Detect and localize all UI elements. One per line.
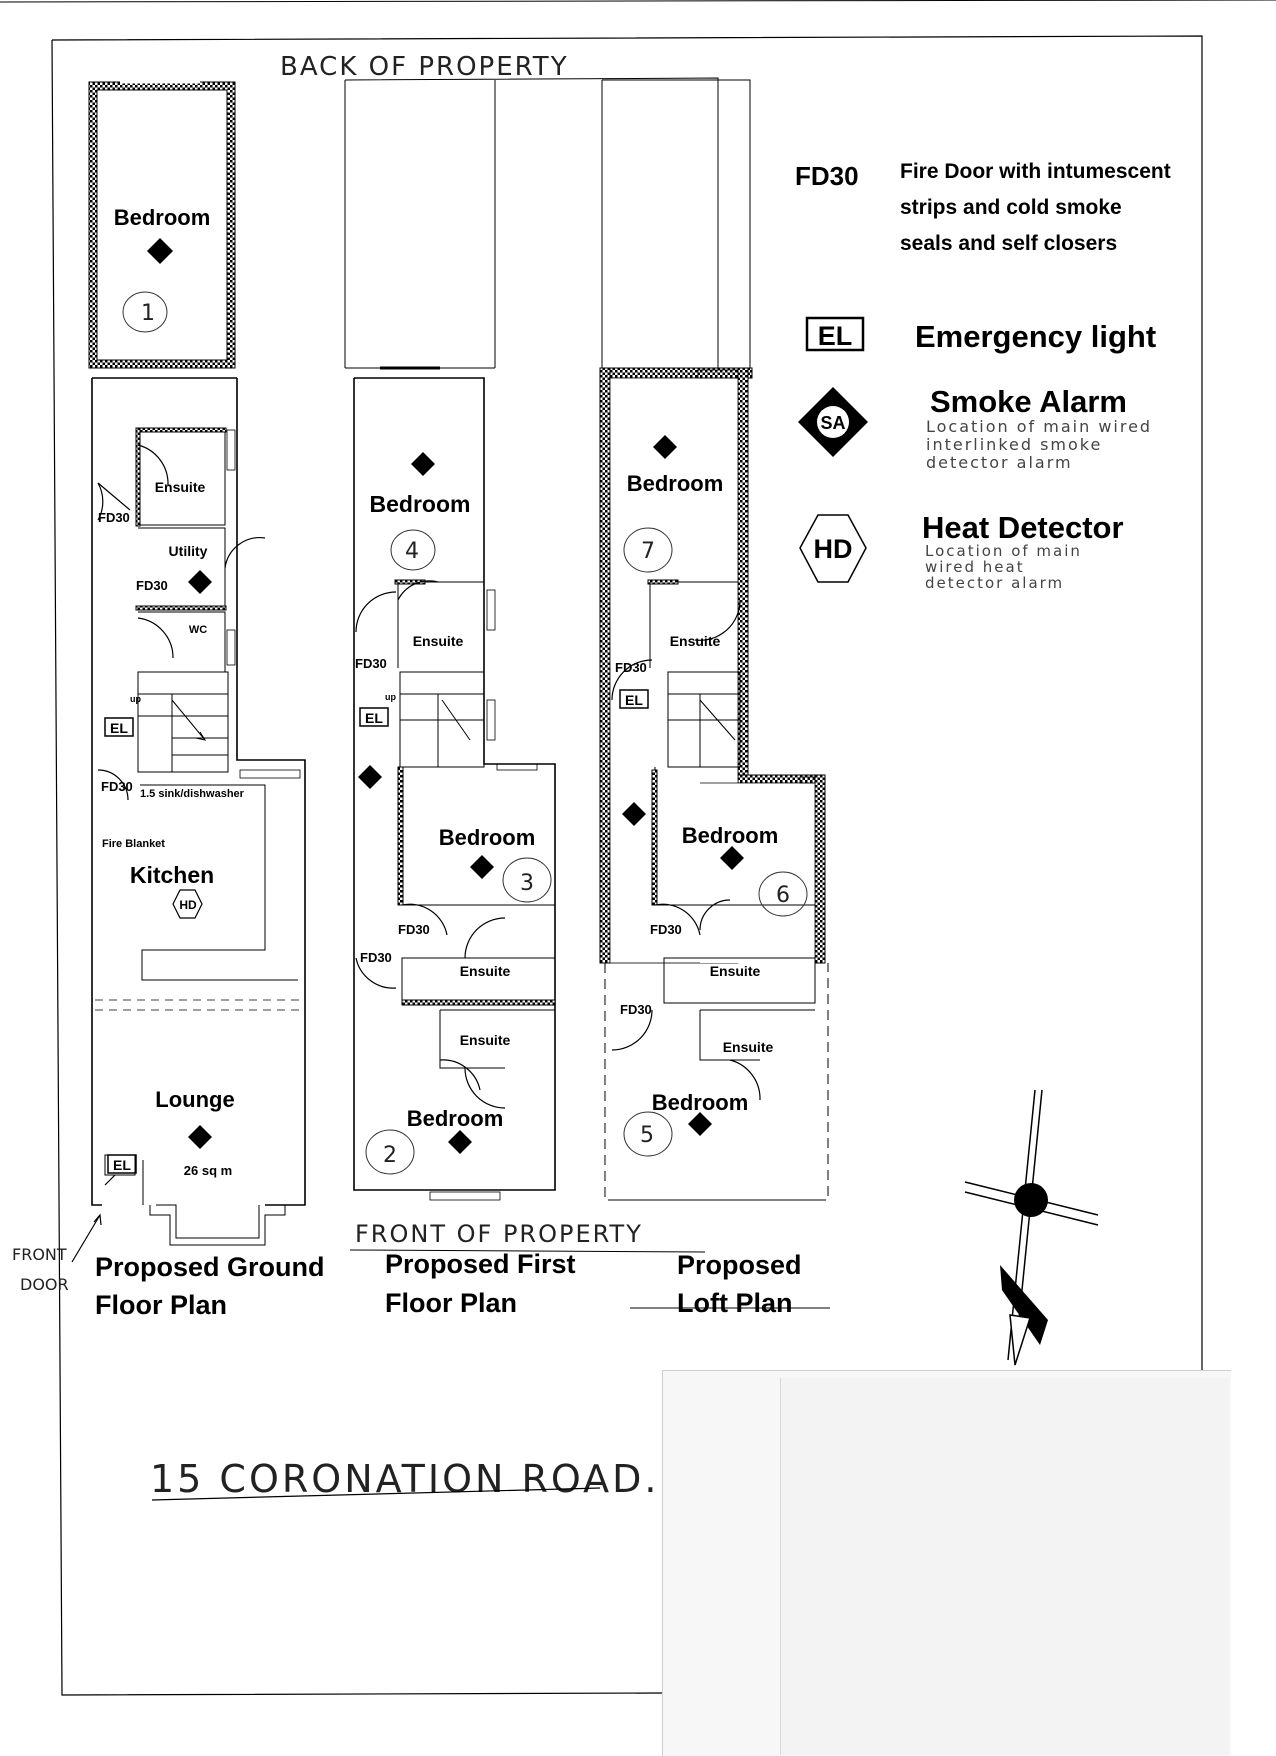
sheet-border (51, 35, 1203, 1370)
first-plan-title: Proposed First (385, 1249, 576, 1279)
address-note: 15 CORONATION ROAD. (150, 1457, 659, 1501)
legend-fd30-desc-1: Fire Door with intumescent (900, 160, 1171, 183)
fd30-marker: FD30 (360, 950, 392, 965)
first-bedroom-4-label: Bedroom (370, 491, 471, 517)
paper-patch-inner (780, 1378, 1229, 1755)
first-bedroom-2-number: 2 (383, 1143, 397, 1168)
legend-sa-code: SA (820, 413, 845, 433)
legend-hd-desc-3: detector alarm (925, 574, 1064, 592)
first-bedroom-3-label: Bedroom (439, 825, 536, 850)
first-bedroom-4-number: 4 (405, 539, 419, 564)
ground-lounge-area: 26 sq m (184, 1163, 232, 1178)
first-ensuite-b-label: Ensuite (460, 963, 511, 979)
plan-labels: BACK OF PROPERTY FRONT OF PROPERTY FRONT… (12, 52, 830, 1320)
fd30-marker: FD30 (136, 578, 168, 593)
back-of-property-note: BACK OF PROPERTY (280, 52, 569, 82)
ground-floor-plan (88, 80, 306, 1246)
ground-stairs-up-label: up (130, 694, 141, 704)
legend-hd-title: Heat Detector (922, 510, 1124, 545)
sheet-border-left (51, 39, 663, 1696)
ground-plan-title-2: Floor Plan (95, 1290, 227, 1320)
el-marker: EL (110, 720, 128, 736)
loft-ensuite-c-label: Ensuite (723, 1039, 774, 1055)
first-ensuite-c-label: Ensuite (460, 1032, 511, 1048)
first-bedroom-3-number: 3 (520, 871, 534, 896)
north-arrow-icon (964, 1089, 1099, 1366)
ground-plan-title: Proposed Ground (95, 1252, 325, 1282)
fd30-marker: FD30 (620, 1002, 652, 1017)
first-plan-title-2: Floor Plan (385, 1288, 517, 1318)
loft-bedroom-6-label: Bedroom (682, 823, 779, 848)
fd30-marker: FD30 (355, 656, 387, 671)
hd-marker-kitchen: HD (172, 889, 203, 919)
loft-bedroom-7-label: Bedroom (627, 471, 724, 496)
loft-bedroom-7-number: 7 (641, 539, 655, 564)
legend-fd30-desc-3: seals and self closers (900, 232, 1117, 255)
ground-wc-label: WC (189, 624, 207, 636)
front-door-note: FRONT (12, 1245, 67, 1264)
fd30-marker: FD30 (398, 922, 430, 937)
ground-lounge-label: Lounge (155, 1087, 234, 1112)
legend-sa-desc-1: Location of main wired (926, 417, 1152, 436)
loft-plan (599, 79, 829, 1201)
svg-text:HD: HD (179, 898, 197, 912)
ground-fire-blanket-label: Fire Blanket (102, 838, 165, 850)
loft-bedroom-5-label: Bedroom (652, 1090, 749, 1115)
legend-hd-code: HD (814, 534, 853, 564)
first-ensuite-a-label: Ensuite (413, 633, 464, 649)
fd30-marker: FD30 (98, 510, 130, 525)
el-marker: EL (365, 710, 383, 726)
fd30-marker: FD30 (615, 660, 647, 675)
fd30-marker: FD30 (650, 922, 682, 937)
legend-hd-desc-1: Location of main (925, 542, 1082, 560)
sa-markers (147, 238, 744, 1154)
legend-el-code: EL (818, 321, 853, 351)
legend: FD30 Fire Door with intumescent strips a… (795, 160, 1171, 592)
ground-bedroom-number: 1 (141, 301, 155, 326)
ground-kitchen-label: Kitchen (130, 862, 214, 888)
legend-fd30-desc-2: strips and cold smoke (900, 196, 1122, 219)
loft-bedroom-5-number: 5 (640, 1123, 654, 1148)
front-of-property-note: FRONT OF PROPERTY (355, 1220, 643, 1248)
first-floor-plan (344, 77, 719, 1201)
loft-ensuite-b-label: Ensuite (710, 963, 761, 979)
legend-hd-desc-2: wired heat (925, 558, 1025, 576)
fd30-markers: FD30 FD30 FD30 FD30 FD30 FD30 FD30 FD30 … (98, 510, 682, 1017)
el-marker: EL (625, 692, 643, 708)
loft-bedroom-6-number: 6 (776, 883, 790, 908)
el-marker: EL (113, 1157, 131, 1173)
front-door-note-2: DOOR (20, 1275, 69, 1294)
ground-utility-label: Utility (169, 543, 208, 559)
ground-bedroom-label: Bedroom (114, 205, 211, 230)
el-markers: EL EL EL EL (104, 689, 649, 1174)
loft-ensuite-a-label: Ensuite (670, 633, 721, 649)
legend-sa-title: Smoke Alarm (930, 384, 1127, 419)
ground-ensuite-label: Ensuite (155, 479, 206, 495)
legend-sa-desc-2: interlinked smoke (926, 435, 1102, 454)
ground-sink-label: 1.5 sink/dishwasher (140, 788, 245, 800)
loft-plan-title-2: Loft Plan (677, 1288, 793, 1318)
legend-el-title: Emergency light (915, 319, 1156, 354)
first-stairs-up-label: up (385, 692, 396, 702)
first-bedroom-2-label: Bedroom (407, 1106, 504, 1131)
legend-fd30-code: FD30 (795, 161, 859, 191)
loft-plan-title: Proposed (677, 1250, 802, 1280)
legend-sa-desc-3: detector alarm (926, 453, 1073, 472)
fd30-marker: FD30 (101, 779, 133, 794)
